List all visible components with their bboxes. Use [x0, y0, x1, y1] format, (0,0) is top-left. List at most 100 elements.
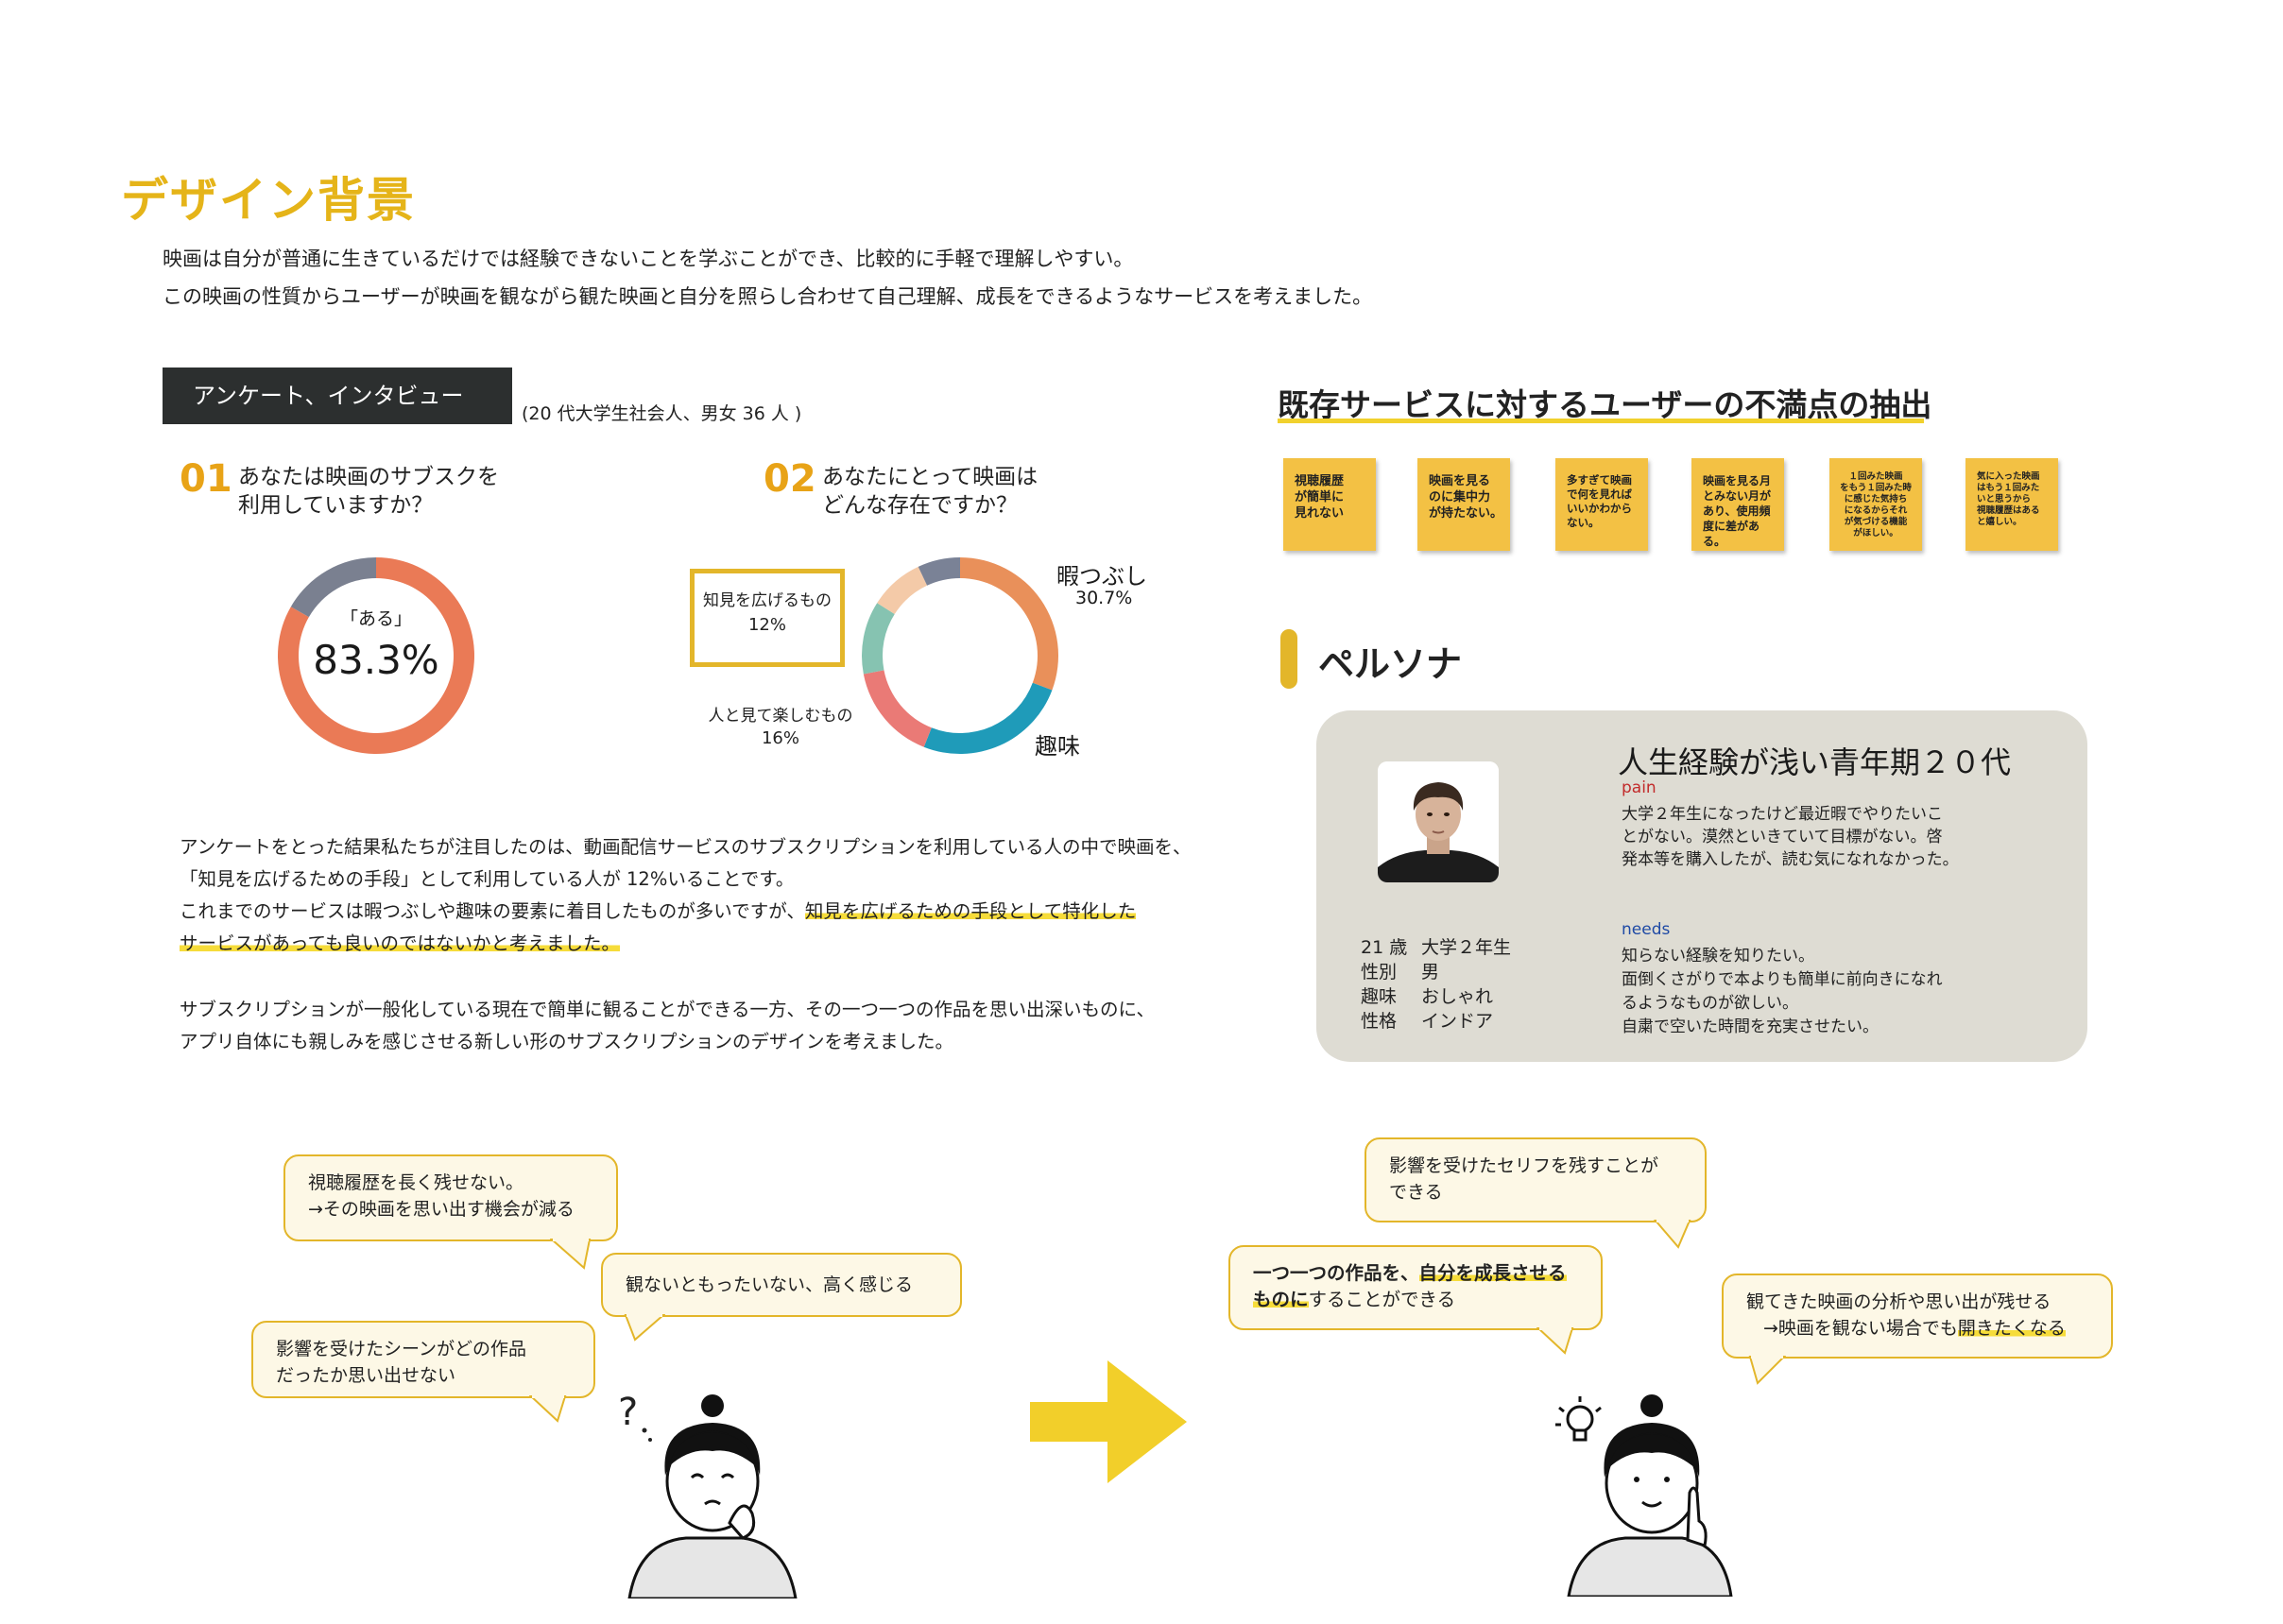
bubble-after-3-line-1: 観てきた映画の分析や思い出が残せる: [1746, 1291, 2051, 1312]
profile-row: 21 歳大学２年生: [1361, 935, 1511, 960]
transition-arrow-icon: [1030, 1360, 1187, 1483]
findings-line-4: サービスがあっても良いのではないかと考えました。: [180, 928, 1192, 960]
dissatisfaction-heading: 既存サービスに対するユーザーの不満点の抽出: [1278, 380, 1931, 425]
profile-value: おしゃれ: [1421, 986, 1494, 1007]
profile-key: 性格: [1361, 1011, 1398, 1032]
highlight-frame: [690, 569, 845, 667]
idea-person-illustration: [1555, 1394, 1733, 1597]
profile-value: 大学２年生: [1421, 937, 1512, 958]
q1-number: 01: [180, 457, 232, 501]
profile-key: 21 歳: [1361, 937, 1408, 958]
bubble-after-2-line-1: 一つ一つの作品を、自分を成長させる: [1253, 1260, 1578, 1287]
hito-label: 人と見て楽しむもの: [708, 707, 853, 726]
sticky-note-2: 映画を見る のに集中力 が持たない。: [1417, 458, 1510, 551]
q1-line-2: 利用していますか？: [238, 493, 434, 518]
bubble-before-1-line-2: →その映画を思い出す機会が減る: [308, 1199, 575, 1220]
himatsubushi-value: 30.7%: [1075, 588, 1133, 608]
bubble-after-3-highlight: 開きたくなる: [1957, 1318, 2066, 1339]
bubble-after-1-line-1: 影響を受けたセリフを残すことが: [1389, 1155, 1659, 1176]
donut-slice: [918, 557, 960, 586]
bubble-before-1-line-1: 視聴履歴を長く残せない。: [308, 1172, 524, 1193]
findings-line-1: アンケートをとった結果私たちが注目したのは、動画配信サービスのサブスクリプション…: [180, 836, 1192, 858]
bubble-after-2-part-1: 一つ一つの作品を、: [1253, 1262, 1419, 1284]
shumi-label: 趣味: [1035, 733, 1080, 760]
donut-slice: [960, 557, 1058, 691]
donut-slice: [923, 682, 1053, 754]
findings-line-3: これまでのサービスは暇つぶしや趣味の要素に着目したものが多いですが、知見を広げる…: [180, 896, 1192, 928]
findings-line-5: サブスクリプションが一般化している現在で簡単に観ることができる一方、その一つ一つ…: [180, 999, 1155, 1020]
bubble-tail: [550, 1238, 592, 1270]
bubble-before-2-text: 観ないともったいない、高く感じる: [626, 1274, 914, 1295]
findings-line-6: アプリ自体にも親しみを感じさせる新しい形のサブスクリプションのデザインを考えまし…: [180, 1031, 954, 1052]
sticky-note-3: 多すぎて映画 で何を見れば いいかわから ない。: [1555, 458, 1648, 551]
pain-line-3: 発本等を購入したが、読む気になれなかった。: [1622, 850, 1959, 869]
persona-photo-icon: [1378, 761, 1499, 882]
survey-label: アンケート、インタビュー: [163, 368, 512, 424]
bubble-tail: [529, 1394, 567, 1423]
pain-line-2: とがない。漠然といきていて目標がない。啓: [1622, 828, 1943, 846]
q2-number: 02: [764, 457, 816, 501]
needs-line-3: るようなものが欲しい。: [1622, 994, 1798, 1013]
persona-accent-bar: [1280, 629, 1297, 689]
bubble-tail: [1654, 1219, 1691, 1249]
profile-key: 性別: [1361, 962, 1398, 983]
donut-slice: [862, 603, 895, 675]
bubble-before-3: 影響を受けたシーンがどの作品 だったか思い出せない: [251, 1321, 595, 1398]
q1-center-label: 「ある」: [339, 608, 412, 629]
movie-role-donut-chart: [862, 557, 1058, 754]
bubble-after-2: 一つ一つの作品を、自分を成長させる ものにすることができる: [1228, 1245, 1603, 1330]
persona-profile: 21 歳大学２年生 性別男 趣味 おしゃれ 性格 インドア: [1361, 935, 1511, 1034]
pain-line-1: 大学２年生になったけど最近暇でやりたいこ: [1622, 805, 1943, 824]
q2-line-1: あなたにとって映画は: [822, 465, 1039, 489]
page-title: デザイン背景: [121, 173, 416, 228]
intro-line-1: 映画は自分が普通に生きているだけでは経験できないことを学ぶことができ、比較的に手…: [163, 248, 1134, 270]
bubble-tail: [1536, 1326, 1574, 1355]
needs-line-4: 自粛で空いた時間を充実させたい。: [1622, 1017, 1879, 1036]
findings-highlight-2: サービスがあっても良いのではないかと考えました。: [180, 932, 621, 954]
chiken-label: 知見を広げるもの: [703, 591, 832, 610]
q2-question: あなたにとって映画は どんな存在ですか？: [822, 463, 1038, 520]
needs-text: 知らない経験を知りたい。 面倒くさがりで本よりも簡単に前向きになれ るようなもの…: [1622, 945, 1943, 1039]
svg-text:?: ?: [618, 1391, 638, 1434]
bubble-before-3-line-2: だったか思い出せない: [276, 1365, 456, 1386]
confused-person-illustration: ?: [618, 1391, 798, 1598]
sticky-note-4: 映画を見る月 とみない月が あり、使用頻 度に差がある。: [1691, 458, 1784, 551]
sticky-note-5: １回みた映画 をもう１回みた時 に感じた気持ち になるからそれ が気づける機能 …: [1829, 458, 1922, 551]
persona-heading: ペルソナ: [1318, 643, 1463, 685]
bubble-tail: [1748, 1355, 1786, 1385]
findings-line-2: 「知見を広げるための手段」として利用している人が 12%いることです。: [180, 868, 795, 890]
persona-avatar: [1378, 761, 1499, 882]
donut-slice: [877, 566, 928, 615]
bubble-before-2: 観ないともったいない、高く感じる: [601, 1253, 962, 1317]
profile-key: 趣味: [1361, 986, 1398, 1007]
bubble-after-2-line-2: ものにすることができる: [1253, 1287, 1578, 1313]
q1-center-value: 83.3%: [313, 637, 439, 683]
intro-line-2: この映画の性質からユーザーが映画を観ながら観た映画と自分を照らし合わせて自己理解…: [163, 285, 1373, 308]
bubble-after-1: 影響を受けたセリフを残すことが できる: [1365, 1137, 1707, 1222]
needs-line-2: 面倒くさがりで本よりも簡単に前向きになれ: [1622, 970, 1943, 989]
sticky-note-1: 視聴履歴 が簡単に 見れない: [1283, 458, 1376, 551]
findings-paragraph-2: サブスクリプションが一般化している現在で簡単に観ることができる一方、その一つ一つ…: [180, 994, 1155, 1058]
q1-line-1: あなたは映画のサブスクを: [238, 465, 499, 489]
needs-label: needs: [1622, 920, 1671, 939]
pain-label: pain: [1622, 778, 1656, 797]
needs-line-1: 知らない経験を知りたい。: [1622, 947, 1814, 966]
q1-question: あなたは映画のサブスクを 利用していますか？: [238, 463, 499, 520]
survey-note: (20 代大学生社会人、男女 36 人 ): [522, 403, 802, 424]
bubble-after-2-highlight-1: 自分を成長させる: [1418, 1262, 1567, 1284]
bubble-after-1-line-2: できる: [1389, 1182, 1443, 1203]
himatsubushi-label: 暇つぶし: [1056, 563, 1147, 590]
profile-row: 性別男: [1361, 960, 1511, 984]
hito-value: 16%: [761, 728, 799, 748]
sticky-note-6: 気に入った映画 はもう１回みた いと思うから 視聴履歴はある と嬉しい。: [1965, 458, 2058, 551]
findings-highlight-1: 知見を広げるための手段として特化した: [804, 900, 1137, 922]
bubble-tail: [624, 1313, 665, 1342]
bubble-after-3-line-2: →映画を観ない場合でも開きたくなる: [1746, 1315, 2088, 1342]
persona-title: 人生経験が浅い青年期２０代: [1618, 744, 2012, 780]
q2-line-2: どんな存在ですか？: [822, 493, 1018, 518]
profile-row: 趣味 おしゃれ: [1361, 984, 1511, 1009]
heading-underline: [1278, 419, 1924, 423]
usage-donut-chart: [278, 557, 474, 754]
profile-value: インドア: [1421, 1011, 1494, 1032]
dissatisfaction-heading-text: 既存サービスに対するユーザーの不満点の抽出: [1278, 386, 1932, 423]
